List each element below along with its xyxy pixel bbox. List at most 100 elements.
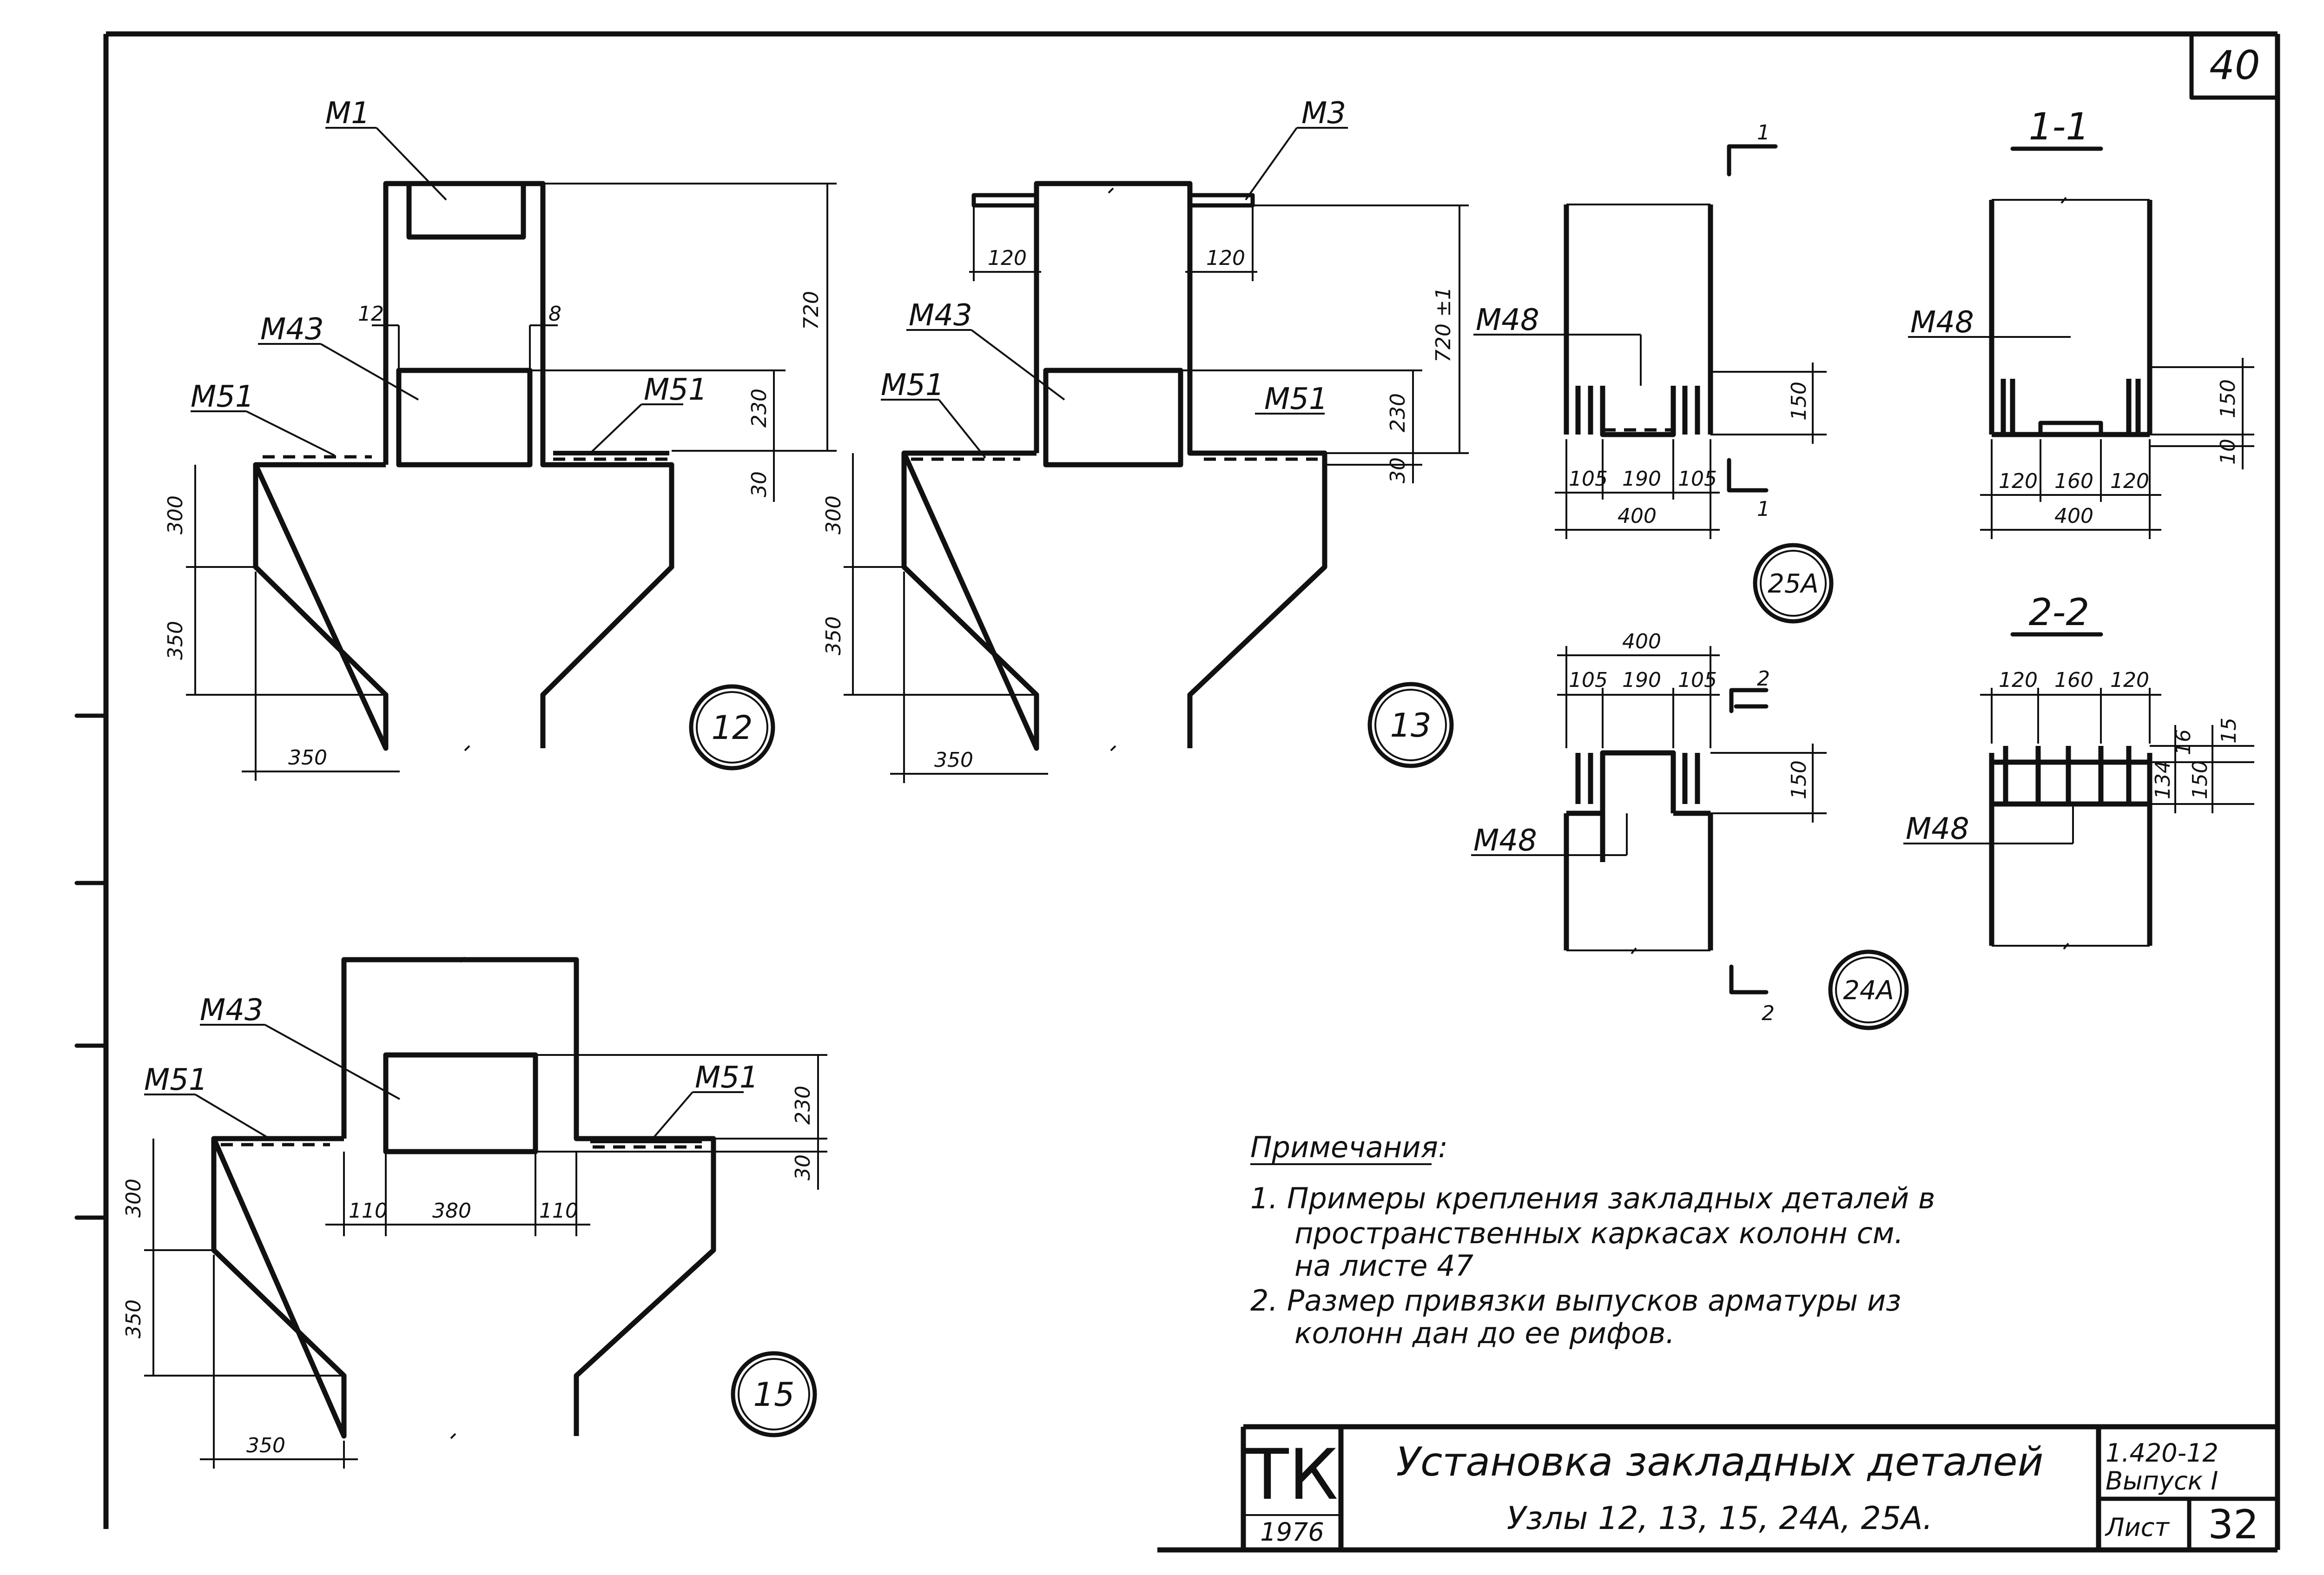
dim-120-left: 120 xyxy=(988,246,1027,270)
note-1-line-2: пространственных каркасах колонн см. xyxy=(1294,1216,1903,1250)
cut-mark-top: 2 xyxy=(1757,667,1770,691)
dim-160: 160 xyxy=(2054,469,2093,493)
dim-h150: 150 xyxy=(1787,382,1811,421)
label-m48: M48 xyxy=(1906,812,1969,846)
dim-190: 190 xyxy=(1622,668,1661,692)
label-m51-left: M51 xyxy=(144,1063,208,1097)
dim-400: 400 xyxy=(1622,630,1661,653)
dim-105-left: 105 xyxy=(1569,467,1608,491)
dim-h-plate: 230 xyxy=(791,1086,815,1125)
tk-mark: ТК xyxy=(1246,1435,1338,1516)
tk-year: 1976 xyxy=(1260,1517,1324,1547)
title-block: ТК 1976 Установка закладных деталей Узлы… xyxy=(1241,1424,2280,1552)
dim-v-300: 300 xyxy=(822,495,845,534)
cut-mark-bottom: 2 xyxy=(1762,1002,1775,1025)
cut-mark-bottom: 1 xyxy=(1757,497,1770,521)
dim-h16: 16 xyxy=(2172,729,2195,755)
node-25a-number: 25A xyxy=(1768,569,1819,599)
dim-h150: 150 xyxy=(2188,760,2212,799)
dim-gap-right: 8 xyxy=(548,302,561,326)
drawing-subtitle: Узлы 12, 13, 15, 24А, 25А. xyxy=(1507,1500,1933,1537)
note-1-line-1: 1. Примеры крепления закладных деталей в xyxy=(1250,1181,1935,1215)
label-m51-left: M51 xyxy=(191,380,254,414)
dim-105-left: 105 xyxy=(1569,668,1608,692)
label-m48: M48 xyxy=(1476,303,1539,337)
node-24a-circle xyxy=(1828,949,1909,1030)
plate-m3-right xyxy=(1188,193,1255,208)
dim-h10: 10 xyxy=(2216,439,2240,465)
dim-h-plate: 230 xyxy=(747,389,771,428)
node-25a: M48 1 1 105 190 105 400 150 25A xyxy=(1473,121,1834,624)
node-15-circle xyxy=(731,1351,817,1437)
node-24a: M48 400 105 190 105 150 2 2 24A xyxy=(1471,630,1909,1030)
node-12-circle xyxy=(689,684,775,771)
dim-110-right: 110 xyxy=(539,1199,578,1223)
sheet-no: 32 xyxy=(2208,1502,2258,1548)
dim-v-350: 350 xyxy=(164,621,187,660)
dim-120-left: 120 xyxy=(1999,469,2038,493)
label-m1: M1 xyxy=(325,96,370,131)
embedded-plate-m43 xyxy=(396,368,533,468)
dim-h-total: 720 ±1 xyxy=(1432,287,1455,362)
drawing-title: Установка закладных деталей xyxy=(1396,1439,2044,1485)
node-25a-circle xyxy=(1753,543,1834,624)
dim-h-plate: 230 xyxy=(1386,393,1410,432)
cut-mark-top: 1 xyxy=(1757,121,1770,145)
series-code: 1.420-12 xyxy=(2106,1438,2218,1468)
dim-160: 160 xyxy=(2054,668,2093,692)
dim-h-step: 30 xyxy=(747,471,771,497)
dim-h134: 134 xyxy=(2151,760,2175,799)
dim-v-350: 350 xyxy=(122,1299,145,1338)
section-1-1: 1-1 M48 120 160 120 400 150 10 xyxy=(1908,105,2254,539)
section-1-1-title: 1-1 xyxy=(2029,105,2090,148)
dim-h15: 15 xyxy=(2217,718,2241,744)
dim-120-right: 120 xyxy=(2110,668,2149,692)
label-m48: M48 xyxy=(1473,824,1537,858)
dim-w-350: 350 xyxy=(288,746,327,770)
dim-120-right: 120 xyxy=(2110,469,2149,493)
dim-gap-left: 12 xyxy=(358,302,384,326)
dim-h150: 150 xyxy=(1787,760,1811,799)
dim-w-350: 350 xyxy=(246,1434,285,1457)
dim-h-step: 30 xyxy=(791,1154,815,1180)
dim-v-350: 350 xyxy=(822,616,845,655)
notes: Примечания: 1. Примеры крепления закладн… xyxy=(1250,1130,1935,1350)
note-2-line-1: 2. Размер привязки выпусков арматуры из xyxy=(1250,1284,1901,1318)
label-m43: M43 xyxy=(200,993,264,1028)
dim-105-right: 105 xyxy=(1678,467,1717,491)
sheet-number: 40 xyxy=(2209,42,2260,89)
label-m48: M48 xyxy=(1910,305,1974,340)
dim-380: 380 xyxy=(432,1199,471,1223)
node-24a-number: 24A xyxy=(1843,975,1894,1006)
dim-400: 400 xyxy=(1618,504,1657,528)
plate-m3-left xyxy=(971,193,1039,208)
sheet-frame: 40 xyxy=(74,31,2280,1553)
label-m3: M3 xyxy=(1301,96,1346,131)
node-13: M3 M43 M51 M51 120 120 720 ±1 230 30 300… xyxy=(822,96,1469,783)
embedded-plate-m1 xyxy=(406,181,526,240)
dim-120-right: 120 xyxy=(1206,246,1245,270)
dim-400: 400 xyxy=(2054,504,2093,528)
node-15: M43 M51 M51 110 380 110 230 30 300 350 3… xyxy=(122,956,827,1469)
section-2-2-title: 2-2 xyxy=(2029,591,2090,634)
label-m51-right: M51 xyxy=(644,373,707,407)
note-1-line-3: на листе 47 xyxy=(1294,1249,1473,1283)
label-m51-right: M51 xyxy=(695,1061,759,1095)
embedded-plate-m43 xyxy=(383,1052,538,1154)
node-15-number: 15 xyxy=(753,1376,794,1414)
dim-w-350: 350 xyxy=(934,748,973,772)
node-12-number: 12 xyxy=(711,709,753,747)
node-12: M1 M43 M51 M51 12 8 720 230 30 300 350 3… xyxy=(164,96,837,781)
dim-120-left: 120 xyxy=(1999,668,2038,692)
dim-h-total: 720 xyxy=(799,291,823,330)
node-13-circle xyxy=(1367,682,1454,768)
dim-h-step: 30 xyxy=(1386,457,1410,483)
note-2-line-2: колонн дан до ее рифов. xyxy=(1294,1316,1675,1350)
dim-110-left: 110 xyxy=(349,1199,388,1223)
dim-105-right: 105 xyxy=(1678,668,1717,692)
notes-heading: Примечания: xyxy=(1250,1130,1448,1164)
issue-number: Выпуск I xyxy=(2106,1466,2218,1496)
label-m43: M43 xyxy=(260,312,324,347)
label-m43: M43 xyxy=(909,298,972,333)
